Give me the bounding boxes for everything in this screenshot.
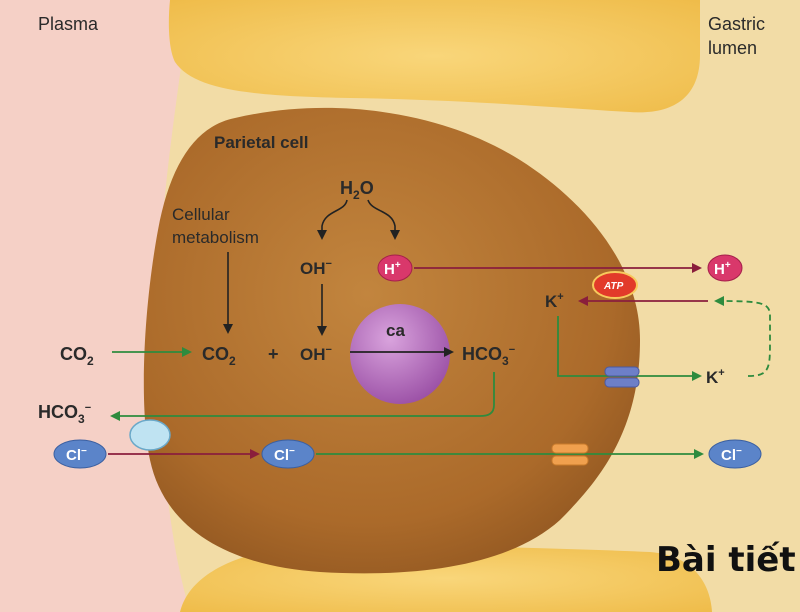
- plasma-label: Plasma: [38, 14, 99, 34]
- lumen-label-line1: Gastric: [708, 14, 765, 34]
- potassium-channel-bottom: [604, 377, 640, 388]
- potassium-cell-label: K+: [545, 291, 564, 311]
- proton-lumen-label: H+: [714, 260, 731, 278]
- water-to-h-arrow: [367, 199, 400, 240]
- chloride-channel-top: [551, 443, 589, 454]
- atp-pump: [592, 271, 638, 299]
- chloride-channel-bottom: [551, 455, 589, 466]
- oh-label-lower: OH−: [300, 344, 332, 364]
- enzyme-label: ca: [386, 321, 405, 340]
- metabolism-label-line1: Cellular: [172, 205, 230, 224]
- proton-cell-badge: [377, 254, 413, 282]
- proton-lumen-badge: [707, 254, 743, 282]
- lumen-label-line2: lumen: [708, 38, 757, 58]
- chloride-cell-badge: [261, 439, 315, 469]
- bicarbonate-plasma-label: HCO3−: [38, 402, 91, 426]
- co2-plasma-label: CO2: [60, 344, 94, 368]
- water-to-oh-arrow: [317, 199, 348, 240]
- chloride-plasma-badge: [53, 439, 107, 469]
- metabolism-label-line2: metabolism: [172, 228, 259, 247]
- chloride-cell-label: Cl−: [274, 446, 295, 464]
- potassium-recycle-arrow: [714, 296, 771, 377]
- co2-cell-label: CO2: [202, 344, 236, 368]
- caption-text: Bài tiết: [656, 540, 796, 580]
- parietal-cell-label: Parietal cell: [214, 133, 309, 152]
- bicarbonate-cell-label: HCO3−: [462, 344, 515, 368]
- chloride-lumen-badge: [708, 439, 762, 469]
- carbonic-anhydrase-enzyme: [350, 304, 450, 404]
- proton-cell-label: H+: [384, 260, 401, 278]
- chloride-bicarbonate-exchanger: [129, 419, 171, 451]
- neighbor-cell-top: [168, 0, 700, 113]
- water-label: H2O: [340, 178, 374, 202]
- potassium-export-arrow: [557, 316, 702, 381]
- potassium-lumen-label: K+: [706, 367, 725, 387]
- atp-label: ATP: [603, 281, 624, 292]
- oh-label-upper: OH−: [300, 258, 332, 278]
- plus-sign: +: [268, 344, 279, 364]
- potassium-channel-top: [604, 366, 640, 377]
- bicarbonate-export-arrow: [110, 372, 495, 421]
- chloride-plasma-label: Cl−: [66, 446, 87, 464]
- plasma-region: [0, 0, 190, 612]
- chloride-lumen-label: Cl−: [721, 446, 742, 464]
